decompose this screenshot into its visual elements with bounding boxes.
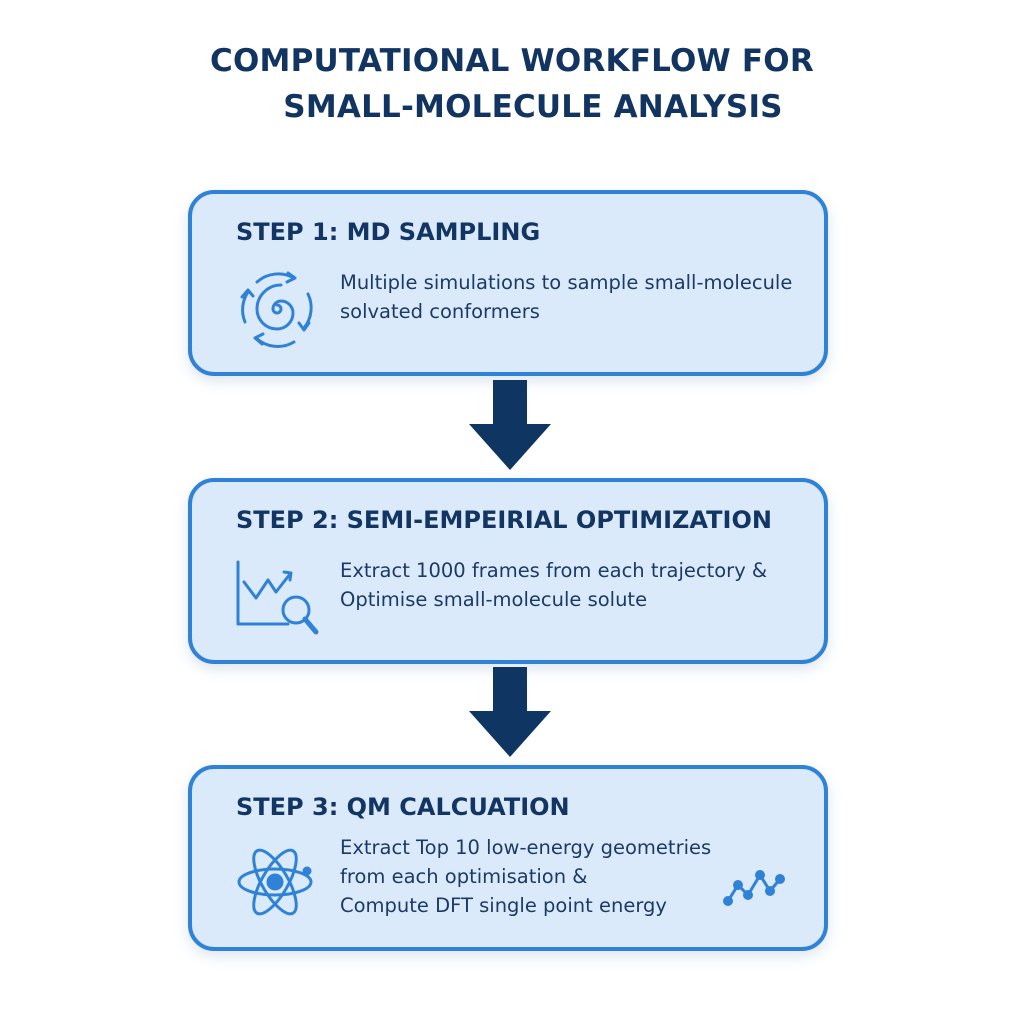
step-2-description: Extract 1000 frames from each trajectory… [340,556,810,614]
step-3-description: Extract Top 10 low-energy geometries fro… [340,833,810,920]
down-arrow-icon [469,380,551,470]
step-2-title: STEP 2: SEMI-EMPEIRIAL OPTIMIZATION [236,506,772,534]
step-3-description-line: Compute DFT single point energy [340,894,667,917]
step-1-box: STEP 1: MD SAMPLING Multiple simulations… [188,190,828,376]
cycle-spiral-icon [240,271,313,348]
step-3-title: STEP 3: QM CALCUATION [236,793,570,821]
diagram-title: COMPUTATIONAL WORKFLOW FOR SMALL-MOLECUL… [0,38,1024,130]
atom-icon [237,848,313,916]
step-3-description-line: Extract Top 10 low-energy geometries [340,836,712,859]
step-3-box: STEP 3: QM CALCUATION Extract Top 10 low… [188,765,828,951]
line-graph-icon [723,870,785,906]
step-2-description-line: Optimise small-molecule solute [340,588,648,611]
step-1-description: Multiple simulations to sample small-mol… [340,268,810,326]
step-2-description-line: Extract 1000 frames from each trajectory… [340,559,768,582]
step-1-description-line: solvated conformers [340,300,540,323]
chart-magnifier-icon [236,560,319,635]
step-1-title: STEP 1: MD SAMPLING [236,218,541,246]
step-1-description-line: Multiple simulations to sample small-mol… [340,271,793,294]
step-2-box: STEP 2: SEMI-EMPEIRIAL OPTIMIZATION Extr… [188,478,828,664]
title-line-1: COMPUTATIONAL WORKFLOW FOR [210,43,814,79]
step-3-description-line: from each optimisation & [340,865,588,888]
title-line-2: SMALL-MOLECULE ANALYSIS [283,89,783,125]
down-arrow-icon [469,667,551,757]
